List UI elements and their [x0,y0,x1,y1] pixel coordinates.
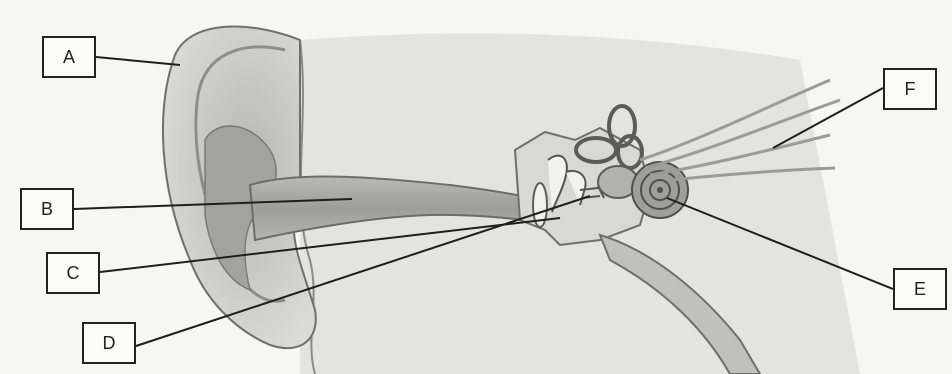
label-f: F [883,68,937,110]
label-c: C [46,252,100,294]
label-b: B [20,188,74,230]
label-e-text: E [914,279,926,300]
label-f-text: F [905,79,916,100]
label-d-text: D [103,333,116,354]
label-d: D [82,322,136,364]
label-c-text: C [67,263,80,284]
leader-line-a [96,57,180,65]
label-e: E [893,268,947,310]
label-b-text: B [41,199,53,220]
label-a: A [42,36,96,78]
label-a-text: A [63,47,75,68]
